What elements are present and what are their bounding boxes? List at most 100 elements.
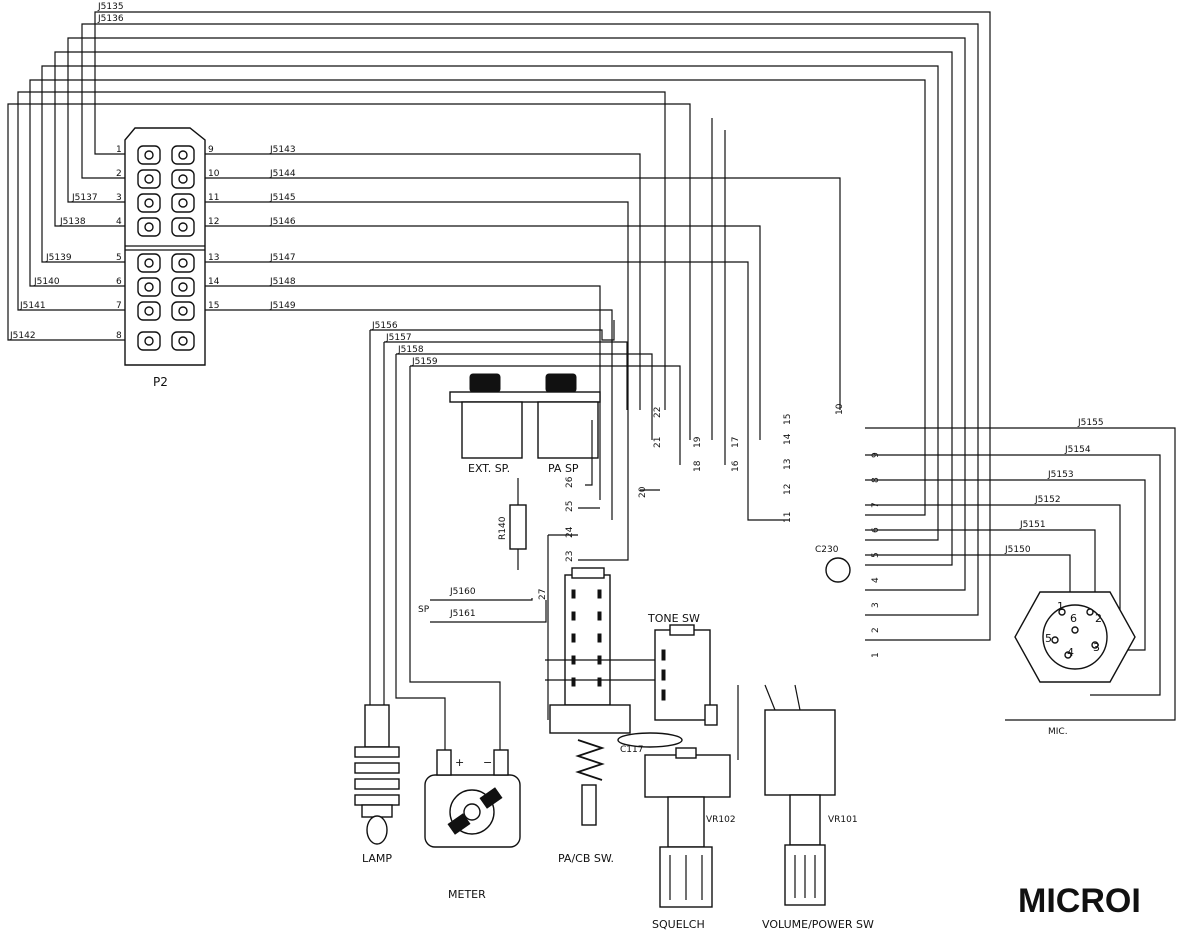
wire-label: J5154 — [1064, 445, 1091, 455]
tone-sw-label: TONE SW — [647, 612, 700, 625]
wire-label: J5159 — [411, 357, 438, 367]
terminal-number: 22 — [653, 407, 663, 418]
pin-number: 9 — [208, 145, 214, 155]
wire-label: J5158 — [397, 345, 424, 355]
terminal-number: 26 — [565, 476, 575, 488]
mic-connector: 1 2 3 4 5 6 MIC. J5155 J5154 J5153 J5152… — [865, 418, 1176, 737]
ext-sp-label: EXT. SP. — [468, 462, 510, 475]
wire-label: J5157 — [385, 333, 412, 343]
terminal-number: 4 — [871, 577, 881, 583]
terminal-number: 25 — [565, 501, 575, 512]
terminal-number: 10 — [835, 403, 845, 415]
terminal-number: 11 — [783, 512, 793, 523]
pin-number: 10 — [208, 169, 220, 179]
wire-label: J5135 — [97, 2, 124, 12]
vr102-squelch: VR102 SQUELCH — [644, 747, 736, 931]
wire-label: J5145 — [269, 193, 296, 203]
lamp-label: LAMP — [362, 852, 392, 865]
pin-number: 4 — [116, 217, 122, 227]
wire-label: J5136 — [97, 14, 124, 24]
wire-label: J5156 — [371, 321, 398, 331]
page-title-fragment: MICROI — [1018, 882, 1141, 920]
pin-number: 12 — [208, 217, 219, 227]
terminal-number: 23 — [565, 551, 575, 562]
terminal-number: 13 — [783, 459, 793, 470]
mic-pin: 1 — [1057, 600, 1064, 613]
sp-label: SP — [418, 605, 430, 615]
pin-number: 3 — [116, 193, 122, 203]
terminal-board: J5160 J5161 SP — [418, 420, 660, 720]
mic-label: MIC. — [1048, 727, 1068, 737]
volume-power-sw-label: VOLUME/POWER SW — [762, 918, 874, 931]
terminal-number: 2 — [871, 627, 881, 633]
wire-label: J5142 — [9, 331, 36, 341]
p2-label: P2 — [153, 375, 168, 389]
mic-pin: 2 — [1095, 612, 1102, 625]
pin-number: 6 — [116, 277, 122, 287]
c230-capacitor: C230 — [815, 545, 851, 583]
mid-harness: J5156 J5157 J5158 J5159 — [369, 320, 681, 750]
wire-label: J5140 — [33, 277, 60, 287]
meter: + − METER — [424, 749, 521, 901]
terminal-number: 16 — [731, 460, 741, 472]
wire-label: J5147 — [269, 253, 296, 263]
c230-label: C230 — [815, 545, 839, 555]
wire-label: J5155 — [1077, 418, 1104, 428]
terminal-number: 3 — [871, 602, 881, 608]
pin-number: 14 — [208, 277, 220, 287]
wire-label: J5150 — [1004, 545, 1031, 555]
pin-number: 5 — [116, 253, 122, 263]
wire-label: J5141 — [19, 301, 46, 311]
lamp: LAMP — [354, 704, 400, 865]
pin-number: 11 — [208, 193, 219, 203]
r140-resistor: R140 — [498, 478, 527, 570]
terminal-number: 27 — [538, 589, 548, 600]
p2-pin-numbers: 1 2 3 4 5 6 7 8 9 10 11 12 13 14 15 — [116, 145, 220, 341]
pa-cb-switch: PA/CB SW. — [545, 567, 670, 865]
wire-label: J5144 — [269, 169, 296, 179]
terminal-number: 19 — [693, 436, 703, 448]
terminal-number: 18 — [693, 460, 703, 472]
wire-label: J5160 — [449, 587, 476, 597]
meter-plus-label: + — [455, 756, 464, 769]
p2-left-pins — [137, 145, 161, 351]
terminal-number: 14 — [783, 433, 793, 445]
meter-minus-label: − — [483, 756, 492, 769]
wire-label: J5149 — [269, 301, 296, 311]
wire-label: J5161 — [449, 609, 476, 619]
vr101-volume: VR101 VOLUME/POWER SW — [762, 684, 874, 931]
wire-label: J5143 — [269, 145, 296, 155]
squelch-label: SQUELCH — [652, 918, 705, 931]
p2-right-pins — [171, 145, 195, 351]
vr102-label: VR102 — [706, 815, 736, 825]
harness-wires — [7, 11, 991, 641]
terminal-number: 21 — [653, 437, 663, 448]
terminal-number: 20 — [638, 486, 648, 498]
mic-pin: 6 — [1070, 612, 1077, 625]
wire-label: J5146 — [269, 217, 296, 227]
wire-label: J5137 — [71, 193, 98, 203]
terminal-number: 15 — [783, 414, 793, 425]
terminal-number: 12 — [783, 484, 793, 495]
wire-label: J5139 — [45, 253, 72, 263]
terminal-number: 17 — [731, 437, 741, 448]
speaker-jacks: EXT. SP. PA SP — [449, 373, 601, 475]
wire-label: J5148 — [269, 277, 296, 287]
pin-number: 8 — [116, 331, 122, 341]
vr101-label: VR101 — [828, 815, 858, 825]
wire-label: J5152 — [1034, 495, 1061, 505]
mic-pin: 4 — [1067, 646, 1074, 659]
wire-label: J5153 — [1047, 470, 1074, 480]
wire-label: J5138 — [59, 217, 86, 227]
pin-number: 13 — [208, 253, 219, 263]
terminal-number: 1 — [871, 652, 881, 658]
r140-label: R140 — [498, 516, 508, 540]
p2-connector: P2 — [124, 127, 206, 389]
pin-number: 2 — [116, 169, 122, 179]
pa-sp-label: PA SP — [548, 462, 579, 475]
mic-pin: 5 — [1045, 632, 1052, 645]
terminal-number: 24 — [565, 526, 575, 538]
meter-label: METER — [448, 888, 486, 901]
pin-number: 1 — [116, 145, 122, 155]
wire-labels: J5135 J5136 J5137 J5138 J5139 J5140 J514… — [9, 2, 296, 341]
